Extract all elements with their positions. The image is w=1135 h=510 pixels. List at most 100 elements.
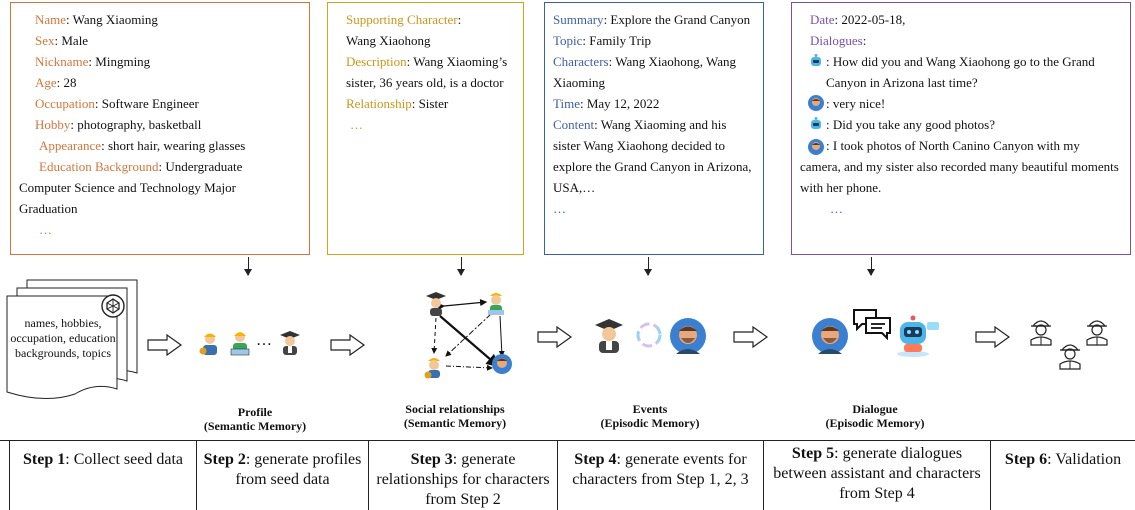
profile-lines: Name: Wang Xiaoming Sex: Male Nickname : … — [19, 9, 301, 177]
step-description: : Collect seed data — [65, 451, 183, 468]
field-value: : Wang Xiaohong, Wang Xiaoming — [553, 54, 737, 90]
character-name: Wang Xiaohong — [346, 33, 431, 48]
steps-divider — [368, 440, 369, 510]
label-subtitle: (Episodic Memory) — [600, 416, 700, 430]
field-key: Education Background — [39, 159, 159, 174]
graduate-person-icon — [595, 319, 623, 353]
man-avatar-icon — [808, 139, 824, 155]
event-example-box: Summary: Explore the Grand Canyon Topic:… — [544, 2, 764, 255]
profile-continuation: Computer Science and Technology Major Gr… — [19, 180, 236, 216]
social-ellipsis: … — [350, 117, 363, 132]
robot-icon — [811, 54, 821, 66]
arrow-down-profile — [244, 257, 252, 276]
dialogue-example-box: Date: 2022-05-18, Dialogues: : How did y… — [791, 2, 1131, 255]
step-title: Step 4 — [574, 451, 617, 468]
arrow-down-dialogue — [867, 257, 875, 276]
step-2: Step 2: generate profiles from seed data — [197, 440, 368, 510]
dialogue-text: : How did you and Wang Xiaohong go to th… — [826, 54, 1095, 90]
step-title: Step 3 — [410, 451, 453, 468]
dialogue-turn: : Did you take any good photos? — [800, 114, 1122, 135]
step-1: Step 1: Collect seed data — [10, 440, 196, 510]
dialogue-ellipsis: … — [830, 201, 843, 216]
field-key: Nickname — [35, 54, 89, 69]
dialogue-turns: : How did you and Wang Xiaohong go to th… — [800, 51, 1122, 198]
field-value: : short hair, wearing glasses — [101, 138, 246, 153]
field-key: Occupation — [35, 96, 95, 111]
step-description: : generate events for characters from St… — [572, 451, 749, 488]
field-value: : 28 — [56, 75, 77, 90]
label-dialogue: Dialogue (Episodic Memory) — [800, 402, 950, 430]
label-title: Dialogue — [852, 402, 898, 416]
dialogue-text: : Did you take any good photos? — [826, 117, 995, 132]
field-key: Date — [810, 12, 835, 27]
field-key: Topic — [553, 33, 583, 48]
field-value: : photography, basketball — [70, 117, 202, 132]
field-key: Dialogues — [810, 33, 863, 48]
ellipsis-dots: … — [256, 332, 272, 349]
steps-top-border — [0, 440, 1135, 441]
steps-divider — [763, 440, 764, 510]
field-key: Description — [346, 54, 407, 69]
step-title: Step 6 — [1004, 451, 1048, 468]
worker-laptop-icon — [230, 332, 250, 356]
robot-assistant-icon — [897, 315, 939, 357]
flow-arrow-icon — [330, 334, 366, 356]
seed-documents-icon — [6, 279, 138, 400]
label-subtitle: (Episodic Memory) — [825, 416, 925, 430]
field-key: Relationship — [346, 96, 412, 111]
field-value: : — [457, 12, 462, 27]
step-5: Step 5: generate dialogues between assis… — [764, 440, 990, 510]
field-value: : 2022-05-18, — [834, 12, 906, 27]
worker-outline-icon — [1030, 320, 1052, 346]
social-example-box: Supporting Character: Wang Xiaohong Desc… — [327, 2, 524, 255]
field-key: Sex — [35, 33, 55, 48]
label-subtitle: (Semantic Memory) — [403, 416, 507, 430]
field-key: Summary — [553, 12, 604, 27]
steps-divider — [196, 440, 197, 510]
graduate-person-icon — [280, 331, 300, 355]
field-value: : Male — [54, 33, 89, 48]
step-title: Step 1 — [23, 451, 66, 468]
dialogue-turn: : I took photos of North Canino Canyon w… — [800, 135, 1122, 198]
field-key: Content — [553, 117, 595, 132]
man-avatar-icon — [812, 318, 848, 354]
field-value: : Software Engineer — [94, 96, 199, 111]
field-key: Age — [35, 75, 57, 90]
step-description: : generate profiles from seed data — [235, 451, 362, 488]
field-value: : Sister — [411, 96, 449, 111]
flow-arrow-icon — [537, 326, 573, 348]
steps-divider — [990, 440, 991, 510]
flow-arrow-icon — [975, 326, 1011, 348]
label-title: Social relationships — [405, 402, 505, 416]
label-social: Social relationships (Semantic Memory) — [380, 402, 530, 430]
robot-icon — [811, 117, 821, 129]
field-value: : Wang Xiaoming — [66, 12, 158, 27]
label-title: Events — [632, 402, 668, 416]
field-key: Supporting Character — [346, 12, 458, 27]
profile-ellipsis: … — [39, 222, 52, 237]
step-4: Step 4: generate events for characters f… — [558, 440, 763, 510]
step-description: : Validation — [1047, 451, 1122, 468]
step-title: Step 2 — [203, 451, 246, 468]
field-key: Characters — [553, 54, 609, 69]
field-key: Name — [35, 12, 67, 27]
dialogue-turn: : very nice! — [800, 93, 1122, 114]
step-3: Step 3: generate relationships for chara… — [369, 440, 557, 510]
field-value: : Wang Xiaoming and his sister Wang Xiao… — [553, 117, 752, 195]
label-subtitle: (Semantic Memory) — [203, 419, 307, 433]
field-value: : Family Trip — [582, 33, 652, 48]
dialogue-text: : I took photos of North Canino Canyon w… — [800, 138, 1119, 195]
event-ellipsis: … — [553, 201, 566, 216]
field-value: : — [862, 33, 867, 48]
man-avatar-icon — [670, 318, 706, 354]
social-graph-diagram — [424, 292, 512, 379]
loading-circle-icon — [636, 322, 662, 348]
worker-outline-icon — [1086, 320, 1108, 346]
field-key: Appearance — [39, 138, 102, 153]
field-value: : Undergraduate — [158, 159, 243, 174]
arrow-down-event — [644, 257, 652, 276]
label-profile: Profile (Semantic Memory) — [190, 405, 320, 433]
field-key: Hobby — [35, 117, 71, 132]
step-title: Step 5 — [791, 445, 835, 462]
worker-outline-icon — [1059, 344, 1081, 370]
